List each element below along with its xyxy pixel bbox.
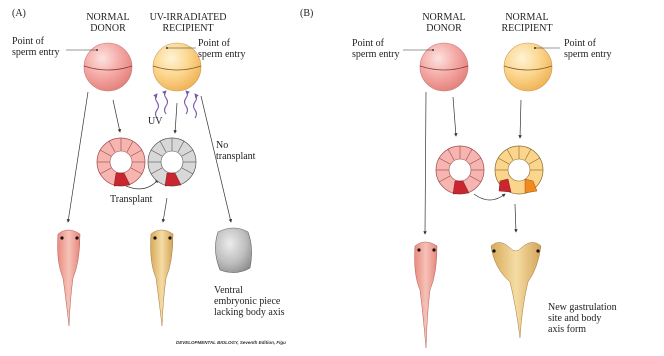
a-ventral-piece bbox=[215, 228, 251, 273]
a-recipient-title-line2: RECIPIENT bbox=[146, 23, 230, 34]
no-transplant-line1: No bbox=[216, 140, 255, 151]
b-result-line2: site and body bbox=[548, 313, 617, 324]
a-donor-tadpole bbox=[58, 230, 80, 326]
b-donor-title-line1: NORMAL bbox=[416, 12, 472, 23]
b-recipient-gastrula bbox=[495, 146, 543, 194]
b-recipient-title-line1: NORMAL bbox=[494, 12, 560, 23]
figure-credit: DEVELOPMENTAL BIOLOGY, Seventh Edition, … bbox=[176, 340, 286, 345]
panel-b-letter: (B) bbox=[300, 8, 313, 19]
a-recipient-tadpole bbox=[151, 230, 173, 326]
b-donor-title-line2: DONOR bbox=[416, 23, 472, 34]
b-entry-right-line1: Point of bbox=[564, 38, 612, 49]
a-recipient-gastrula bbox=[148, 138, 196, 186]
a-recipient-title-line1: UV-IRRADIATED bbox=[146, 12, 230, 23]
a-entry-left-line2: sperm entry bbox=[12, 47, 60, 58]
b-donor-title: NORMAL DONOR bbox=[416, 12, 472, 34]
a-donor-title: NORMAL DONOR bbox=[80, 12, 136, 34]
b-twinned-tadpole bbox=[491, 242, 541, 338]
a-entry-label-left: Point of sperm entry bbox=[12, 36, 60, 58]
panel-a-letter: (A) bbox=[12, 8, 26, 19]
b-entry-left-line2: sperm entry bbox=[352, 49, 400, 60]
b-entry-label-left: Point of sperm entry bbox=[352, 38, 400, 60]
a-recipient-title: UV-IRRADIATED RECIPIENT bbox=[146, 12, 230, 34]
no-transplant-label: No transplant bbox=[216, 140, 255, 162]
ventral-piece-label: Ventral embryonic piece lacking body axi… bbox=[214, 285, 285, 318]
b-entry-label-right: Point of sperm entry bbox=[564, 38, 612, 60]
b-result-label: New gastrulation site and body axis form bbox=[548, 302, 617, 335]
a-donor-title-line2: DONOR bbox=[80, 23, 136, 34]
b-entry-right-line2: sperm entry bbox=[564, 49, 612, 60]
b-result-line1: New gastrulation bbox=[548, 302, 617, 313]
b-recipient-title: NORMAL RECIPIENT bbox=[494, 12, 560, 34]
ventral-line3: lacking body axis bbox=[214, 307, 285, 318]
a-recipient-egg bbox=[153, 43, 201, 91]
b-recipient-egg bbox=[504, 43, 552, 91]
b-entry-left-line1: Point of bbox=[352, 38, 400, 49]
no-transplant-line2: transplant bbox=[216, 151, 255, 162]
transplant-label: Transplant bbox=[110, 194, 152, 205]
a-entry-right-line2: sperm entry bbox=[198, 49, 246, 60]
b-result-line3: axis form bbox=[548, 324, 617, 335]
b-recipient-title-line2: RECIPIENT bbox=[494, 23, 560, 34]
ventral-line2: embryonic piece bbox=[214, 296, 285, 307]
a-entry-left-line1: Point of bbox=[12, 36, 60, 47]
ventral-line1: Ventral bbox=[214, 285, 285, 296]
a-donor-title-line1: NORMAL bbox=[80, 12, 136, 23]
b-donor-gastrula bbox=[436, 146, 484, 194]
a-entry-right-line1: Point of bbox=[198, 38, 246, 49]
b-donor-tadpole bbox=[415, 242, 437, 348]
a-entry-label-right: Point of sperm entry bbox=[198, 38, 246, 60]
a-donor-gastrula bbox=[97, 138, 145, 186]
uv-label: UV bbox=[148, 116, 162, 127]
